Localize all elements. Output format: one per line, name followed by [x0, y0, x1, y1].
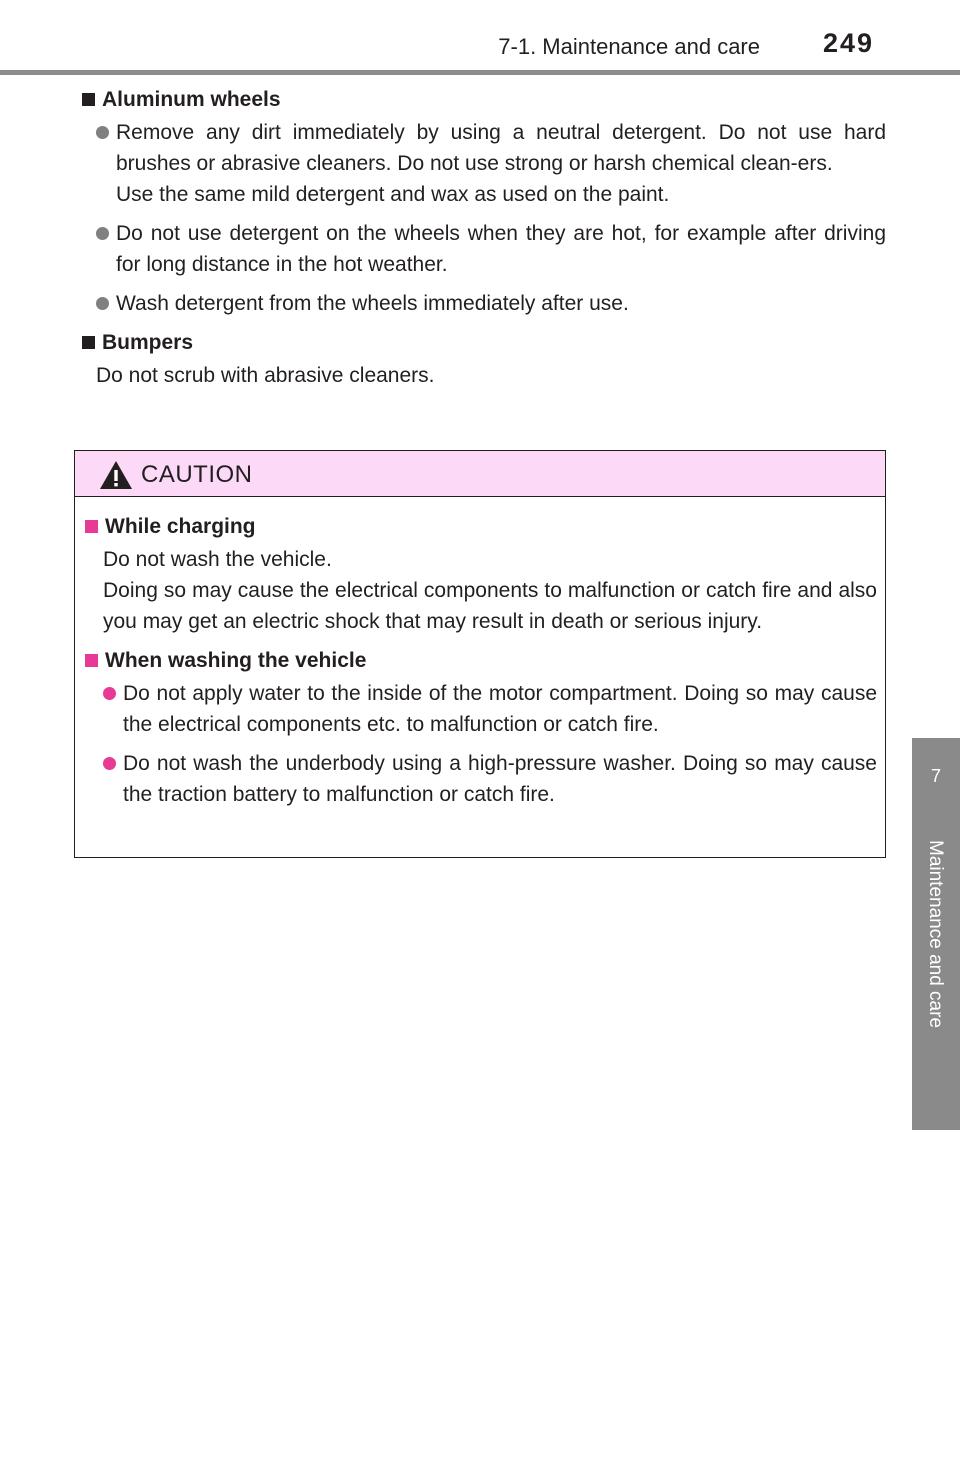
caution-header: CAUTION	[75, 451, 885, 497]
caution-box: CAUTION While charging Do not wash the v…	[74, 450, 886, 858]
round-bullet-icon	[96, 297, 109, 310]
round-bullet-icon	[103, 687, 116, 700]
round-bullet-icon	[103, 757, 116, 770]
bullet-text: Wash detergent from the wheels immediate…	[116, 292, 629, 315]
heading-text: Bumpers	[102, 331, 194, 354]
body-text: Doing so may cause the electrical compon…	[103, 579, 877, 633]
square-bullet-icon	[82, 93, 95, 106]
bullet-text: Use the same mild detergent and wax as u…	[116, 183, 670, 206]
round-bullet-icon	[96, 227, 109, 240]
bullet-text: Do not wash the underbody using a high-p…	[123, 752, 877, 806]
square-bullet-icon	[85, 654, 98, 667]
bullet-text: Do not apply water to the inside of the …	[123, 682, 877, 736]
warning-triangle-icon	[100, 461, 132, 489]
list-item: Do not wash the underbody using a high-p…	[83, 748, 877, 810]
caution-heading-charging: While charging	[83, 511, 877, 542]
caution-title: CAUTION	[141, 461, 253, 488]
header-rule	[0, 70, 960, 75]
section-title: 7-1. Maintenance and care	[498, 34, 760, 59]
section-heading-aluminum: Aluminum wheels	[76, 84, 886, 115]
body-text: Do not scrub with abrasive cleaners.	[96, 364, 435, 387]
heading-text: When washing the vehicle	[105, 649, 367, 672]
round-bullet-icon	[96, 126, 109, 139]
caution-body: While charging Do not wash the vehicle. …	[83, 511, 877, 818]
section-heading-bumpers: Bumpers	[76, 327, 886, 358]
chapter-number: 7	[930, 766, 941, 786]
chapter-label: Maintenance and care	[925, 840, 946, 1029]
list-item: Remove any dirt immediately by using a n…	[76, 117, 886, 210]
main-content: Aluminum wheels Remove any dirt immediat…	[76, 84, 886, 399]
page-number: 249	[823, 28, 875, 58]
heading-text: Aluminum wheels	[102, 88, 281, 111]
square-bullet-icon	[85, 520, 98, 533]
list-item: Wash detergent from the wheels immediate…	[76, 288, 886, 319]
chapter-tab: 7	[912, 738, 960, 1130]
bullet-text: Do not use detergent on the wheels when …	[116, 222, 886, 276]
page-header: 7-1. Maintenance and care 249	[0, 0, 960, 76]
bullet-text: Remove any dirt immediately by using a n…	[116, 121, 886, 175]
list-item: Do not use detergent on the wheels when …	[76, 218, 886, 280]
heading-text: While charging	[105, 515, 256, 538]
caution-heading-washing: When washing the vehicle	[83, 645, 877, 676]
body-text: Do not wash the vehicle.	[103, 548, 332, 571]
square-bullet-icon	[82, 336, 95, 349]
list-item: Do not apply water to the inside of the …	[83, 678, 877, 740]
